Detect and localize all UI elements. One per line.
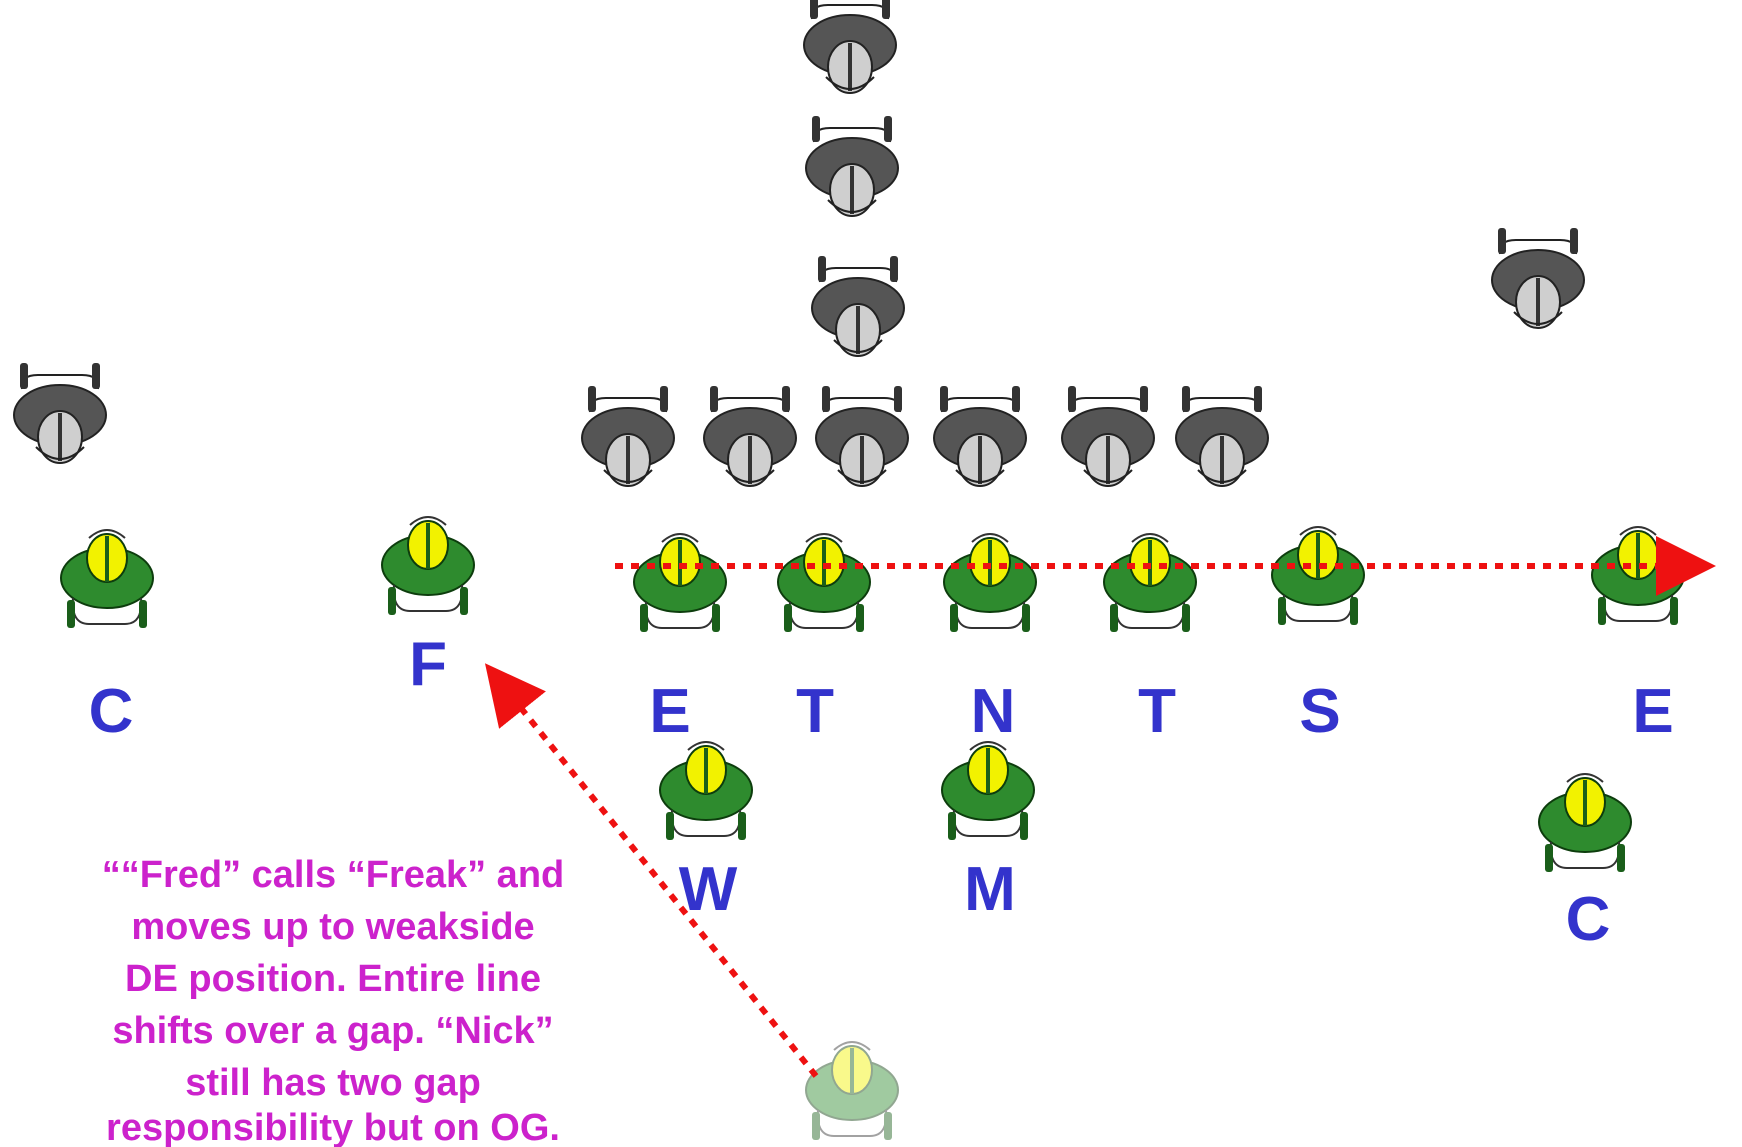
note-line: DE position. Entire line [125,958,541,1000]
offense-right-tackle [1060,384,1156,488]
offense-left-guard [702,384,798,488]
defense-end-right [1590,525,1686,627]
defense-strongside [1270,525,1366,627]
label-e-left: E [649,677,690,746]
label-c-left: C [89,677,134,746]
note-line: still has two gap [185,1062,481,1104]
defense-end-left [632,532,728,634]
defense-corner-right [1537,772,1633,874]
defense-free-safety-original-spot [804,1040,900,1142]
offense-quarterback [810,254,906,358]
offense-center [814,384,910,488]
label-t-right: T [1138,677,1176,746]
label-c-right: C [1566,885,1611,954]
label-s: S [1299,677,1340,746]
free-safety-move-arrow [484,663,819,1078]
defense-tackle-left [776,532,872,634]
label-n: N [971,677,1016,746]
note-line: responsibility but on OG. [106,1107,560,1147]
explanation-note: ““Fred” calls “Freak” and moves up to we… [102,854,565,1147]
defense-mike-linebacker [940,740,1036,842]
label-m: M [964,855,1016,924]
label-f: F [409,630,447,699]
defense-free-safety [380,515,476,617]
offense [12,0,1586,488]
offense-left-tackle [580,384,676,488]
offense-right-guard [932,384,1028,488]
defense-corner-left [59,528,155,630]
defense-tackle-right [1102,532,1198,634]
offense-deep-back [802,0,898,95]
position-labels: C F E T N T S E W M C [89,630,1674,954]
offense-tight-end [1174,384,1270,488]
label-e-right: E [1632,677,1673,746]
note-line: ““Fred” calls “Freak” and [102,854,565,896]
note-line: shifts over a gap. “Nick” [112,1010,553,1052]
note-line: moves up to weakside [131,906,534,948]
defense-nose [942,532,1038,634]
offense-fullback [804,114,900,218]
offense-split-end [12,361,108,465]
label-w: W [679,855,738,924]
offense-flanker [1490,226,1586,330]
label-t-left: T [796,677,834,746]
defense-will-linebacker [658,740,754,842]
